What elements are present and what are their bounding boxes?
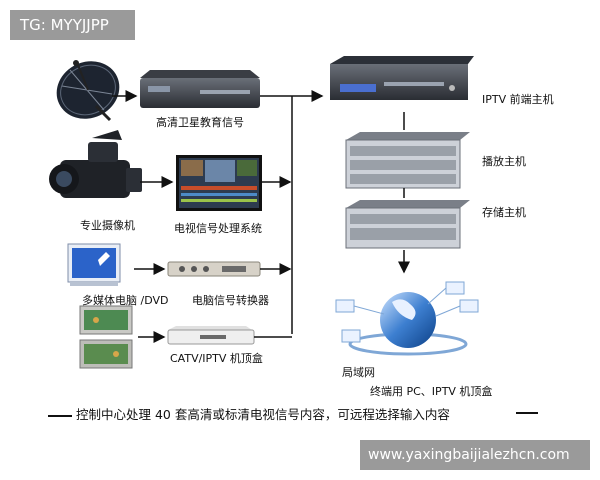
label-playback-server: 播放主机 — [482, 155, 526, 168]
watermark-bottom: www.yaxingbaijialezhcn.com — [360, 440, 590, 470]
catv-amplifier-device — [79, 305, 133, 369]
label-catv-stb: CATV/IPTV 机顶盒 — [170, 352, 263, 365]
caption-text: 控制中心处理 40 套高清或标清电视信号内容，可远程选择输入内容 — [76, 407, 450, 422]
label-terminals: 终端用 PC、IPTV 机顶盒 — [370, 385, 493, 398]
label-satellite-signal: 高清卫星教育信号 — [156, 116, 244, 129]
label-professional-camera: 专业摄像机 — [80, 219, 135, 232]
watermark-top: TG: MYYJJPP — [10, 10, 135, 40]
caption-trail-dash — [516, 412, 538, 414]
connector-lines — [112, 90, 410, 343]
storage-server — [345, 200, 470, 249]
label-pc-converter: 电脑信号转换器 — [192, 294, 269, 307]
label-lan: 局域网 — [342, 366, 375, 379]
tv-processing-monitor — [176, 155, 262, 211]
catv-iptv-set-top-box — [167, 326, 255, 345]
satellite-dish-icon — [56, 60, 120, 122]
lan-globe-icon — [335, 281, 479, 356]
multimedia-pc-device — [67, 243, 121, 286]
pc-signal-converter-device — [167, 261, 261, 277]
label-storage-server: 存储主机 — [482, 206, 526, 219]
label-multimedia-pc: 多媒体电脑 /DVD — [82, 294, 169, 307]
playback-server — [345, 132, 470, 189]
label-tv-signal-processing: 电视信号处理系统 — [174, 222, 262, 235]
label-iptv-frontend: IPTV 前端主机 — [482, 93, 554, 106]
caption-lead-dash — [48, 414, 72, 417]
caption: 控制中心处理 40 套高清或标清电视信号内容，可远程选择输入内容 — [48, 404, 450, 423]
satellite-receiver-device — [140, 70, 260, 108]
iptv-frontend-server — [330, 56, 474, 100]
video-camera-icon — [49, 130, 142, 198]
